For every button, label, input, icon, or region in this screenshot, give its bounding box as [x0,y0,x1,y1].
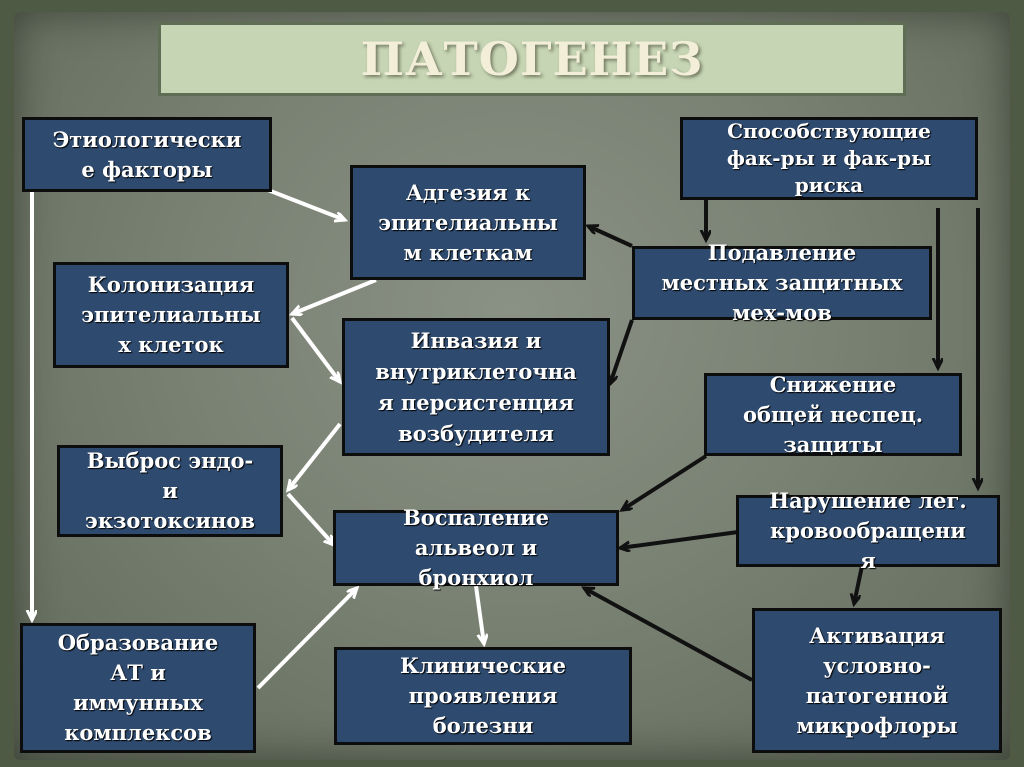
node-toxins: Выброс эндо- и экзотоксинов [57,445,283,537]
arrow-invasion-to-toxins [288,422,342,490]
arrow-bloodflow-to-microflora [854,565,864,604]
node-clinical: Клинические проявления болезни [334,647,632,745]
node-contributing: Способствующие фак-ры и фак-ры риска [680,117,978,200]
arrow-antibodies-to-inflammation [256,588,357,690]
arrow-suppression-to-invasion [610,319,634,384]
node-suppression-label: Подавление местных защитных мех-мов [661,240,903,325]
node-nonspecific: Снижение общей неспец. защиты [704,372,962,457]
arrow-etiology-to-adhesion [267,188,345,220]
arrow-nonspecific-to-inflammation [622,454,708,510]
page-title: ПАТОГЕНЕЗ [360,32,704,86]
arrow-adhesion-to-colonization [292,278,377,314]
node-antibodies-label: Образование АТ и иммунных комплексов [57,630,219,745]
title-banner: ПАТОГЕНЕЗ [158,22,906,96]
node-suppression: Подавление местных защитных мех-мов [632,240,932,325]
node-antibodies: Образование АТ и иммунных комплексов [20,623,256,753]
arrow-suppression-to-adhesion [588,226,633,248]
arrow-toxins-to-inflammation [286,492,334,545]
node-nonspecific-label: Снижение общей неспец. защиты [742,371,924,457]
arrow-inflammation-to-clinical [474,585,484,644]
node-colonization: Колонизация эпителиальны х клеток [53,262,289,368]
node-inflammation: Воспаление альвеол и бронхиол [333,505,619,590]
node-clinical-label: Клинические проявления болезни [399,653,567,738]
node-adhesion-label: Адгезия к эпителиальны м клеткам [378,179,558,265]
node-bloodflow: Нарушение лег. кровообращени я [736,488,1000,573]
node-toxins-label: Выброс эндо- и экзотоксинов [85,448,255,533]
node-microflora: Активация условно- патогенной микрофлоры [752,608,1002,753]
node-invasion-label: Инвазия и внутриклеточна я персистенция … [375,328,577,446]
arrow-microflora-to-inflammation [584,586,753,682]
node-etiology-label: Этиологически е факторы [52,126,242,182]
arrow-colonization-to-invasion [290,316,340,382]
node-contributing-label: Способствующие фак-ры и фак-ры риска [726,119,932,197]
node-invasion: Инвазия и внутриклеточна я персистенция … [342,318,610,456]
node-microflora-label: Активация условно- патогенной микрофлоры [796,622,958,738]
node-colonization-label: Колонизация эпителиальны х клеток [81,272,261,357]
node-inflammation-label: Воспаление альвеол и бронхиол [403,505,549,590]
node-bloodflow-label: Нарушение лег. кровообращени я [769,488,967,573]
node-etiology: Этиологически е факторы [22,117,272,192]
node-adhesion: Адгезия к эпителиальны м клеткам [350,165,586,280]
arrow-bloodflow-to-inflammation [620,530,739,548]
